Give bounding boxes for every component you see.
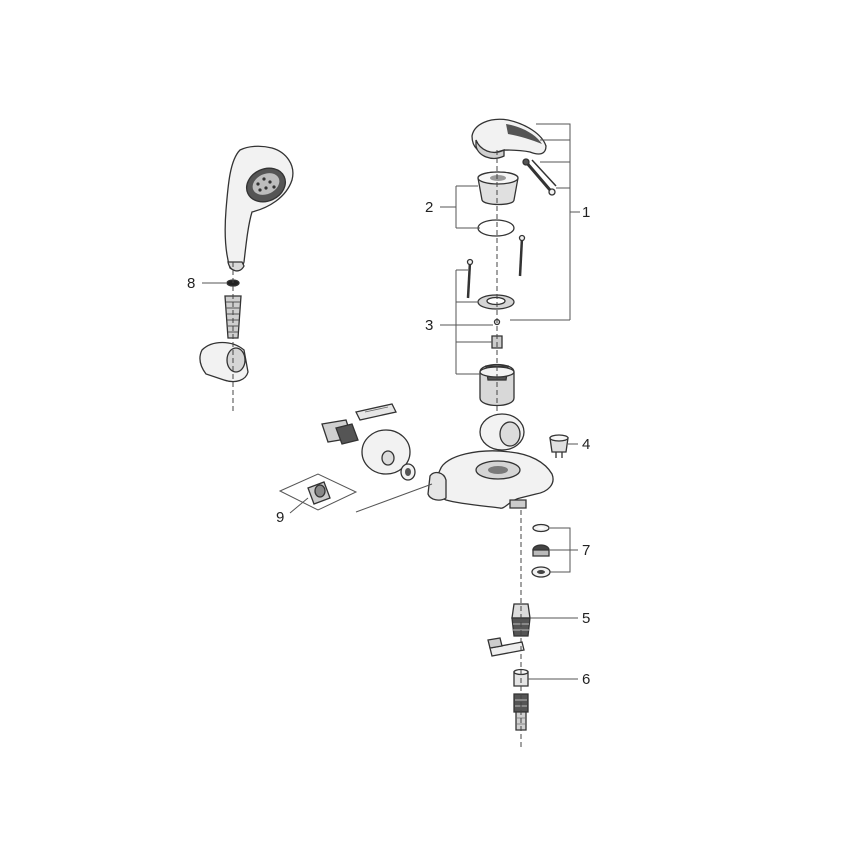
callout-3: 3: [425, 317, 433, 334]
callout-2: 2: [425, 199, 433, 216]
s-union-wall-connector: [321, 403, 397, 445]
callout-1: 1: [582, 204, 590, 221]
diverter-insert: [532, 544, 550, 557]
shower-holder: [199, 341, 249, 383]
leader-lines: [202, 123, 580, 680]
mixer-body: [427, 450, 554, 509]
callout-4: 4: [582, 436, 590, 453]
handle-screws: [522, 158, 557, 196]
mixer-rosette: [479, 413, 525, 451]
callout-6: 6: [582, 671, 590, 688]
hand-shower-head: [224, 145, 294, 272]
callout-5: 5: [582, 610, 590, 627]
flange-washer: [400, 463, 416, 481]
diverter-cap: [531, 566, 551, 578]
diverter-washer: [532, 523, 550, 533]
handle-cap: [477, 171, 519, 206]
callout-8: 8: [187, 275, 195, 292]
callout-9: 9: [276, 509, 284, 526]
wall-flange: [361, 429, 411, 475]
cartridge-ring: [477, 294, 515, 310]
spout-plug: [549, 434, 569, 458]
wall-connection-link: [355, 483, 433, 513]
callout-7: 7: [582, 542, 590, 559]
hand-shower-group: [199, 145, 294, 412]
wall-fitting: [278, 473, 358, 511]
cartridge-pins: [466, 234, 526, 299]
union-tool: [487, 637, 525, 657]
